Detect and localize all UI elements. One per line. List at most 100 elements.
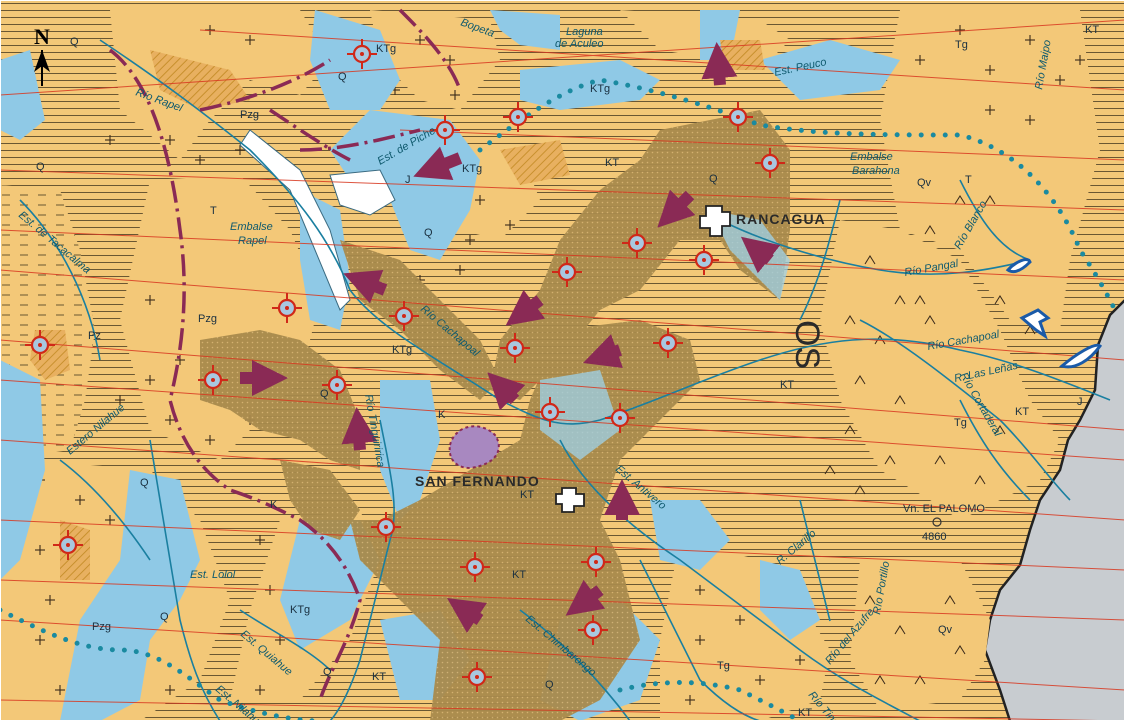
geology-unit-label: Pz [88, 330, 101, 342]
geology-unit-label: Q [70, 36, 79, 48]
geology-unit-label: KT [605, 157, 619, 169]
landslide-marker [689, 245, 719, 275]
geology-unit-label: Tg [955, 39, 968, 51]
geology-unit-label: Qv [917, 177, 932, 189]
landslide-marker [500, 333, 530, 363]
city-symbols [555, 205, 731, 513]
geology-unit-label: KTg [376, 43, 396, 55]
granite-cross [165, 685, 175, 695]
crosshair-markers [25, 39, 785, 692]
geology-unit-label: KTg [290, 604, 310, 616]
laguna-label-2: de Aculeo [555, 38, 604, 50]
volcanic-caret [934, 455, 946, 465]
volcanic-caret [924, 225, 936, 235]
landslide-marker [25, 330, 55, 360]
landslide-marker [53, 530, 83, 560]
rancagua-label: RANCAGUA [736, 211, 826, 227]
volcanic-caret [824, 465, 836, 475]
teal-dotted-boundaries [0, 77, 1118, 721]
movement-arrow [413, 146, 463, 181]
granite-cross [915, 55, 925, 65]
granite-cross [505, 220, 515, 230]
movement-arrow [701, 42, 738, 86]
laguna-label: Laguna [566, 26, 603, 38]
volcanic-caret [854, 485, 866, 495]
landslide-marker [371, 512, 401, 542]
landslide-marker [605, 403, 635, 433]
embalse-barahona-label: Embalse [850, 151, 893, 163]
geology-unit-label: KTg [392, 344, 412, 356]
geology-unit-label: Q [140, 477, 149, 489]
landslide-marker [755, 148, 785, 178]
landslide-marker [535, 397, 565, 427]
movement-arrow [343, 269, 388, 304]
volcano-label: Vn. EL PALOMO [903, 503, 985, 515]
volcanic-caret [954, 645, 966, 655]
granite-cross [35, 635, 45, 645]
geology-unit-label: Q [424, 227, 433, 239]
geology-unit-label: KT [1015, 406, 1029, 418]
granite-cross [1075, 55, 1085, 65]
volcanic-caret [914, 675, 926, 685]
granite-cross [795, 655, 805, 665]
granite-cross [465, 235, 475, 245]
granite-cross [1055, 75, 1065, 85]
movement-arrow [341, 407, 378, 451]
landslide-marker [347, 39, 377, 69]
volcanic-caret [864, 595, 876, 605]
embalse-rapel-label-2: Rapel [238, 235, 267, 247]
landslide-marker [460, 552, 490, 582]
granite-cross [955, 25, 965, 35]
granite-cross [145, 295, 155, 305]
movement-arrow [583, 334, 623, 369]
san-fernando-symbol [555, 487, 585, 513]
landslide-marker [581, 547, 611, 577]
volcanic-caret [914, 295, 926, 305]
geology-unit-label: T [965, 174, 972, 186]
granite-cross [45, 595, 55, 605]
granite-cross [755, 675, 765, 685]
landslide-marker [552, 257, 582, 287]
geology-unit-label: J [1077, 396, 1083, 408]
geology-unit-label: KT [798, 707, 812, 719]
granite-cross [445, 55, 455, 65]
movement-arrow [565, 579, 606, 616]
embalse-rapel-label: Embalse [230, 221, 273, 233]
geology-unit-label: Q [320, 388, 329, 400]
granite-cross [985, 105, 995, 115]
granite-cross [55, 685, 65, 695]
geology-unit-label: KTg [590, 83, 610, 95]
granite-cross [165, 415, 175, 425]
landslide-marker [653, 328, 683, 358]
volcanic-caret [844, 425, 856, 435]
geology-unit-label: Q [709, 173, 718, 185]
granite-cross [415, 35, 425, 45]
granite-cross [685, 695, 695, 705]
geology-unit-label: Qv [938, 624, 953, 636]
geology-unit-label: Tg [954, 417, 967, 429]
granite-cross [115, 395, 125, 405]
geology-unit-label: Q [323, 666, 332, 678]
granite-cross [695, 635, 705, 645]
volcanic-caret [984, 195, 996, 205]
geology-unit-label: KT [780, 379, 794, 391]
geology-unit-label: Pzg [240, 109, 259, 121]
movement-arrows [240, 42, 781, 633]
volcanic-caret [874, 675, 886, 685]
landslide-marker [272, 293, 302, 323]
geology-unit-label: KT [512, 569, 526, 581]
small-lakes [1005, 258, 1103, 369]
movement-arrow [487, 372, 526, 411]
granite-cross [105, 135, 115, 145]
san-fernando-label: SAN FERNANDO [415, 473, 540, 489]
granite-cross [255, 535, 265, 545]
water-bodies [0, 10, 900, 721]
volcano-elevation: 4860 [922, 531, 946, 543]
geology-unit-label: K [438, 409, 446, 421]
geology-unit-label: KT [1085, 24, 1099, 36]
geology-unit-label: T [210, 205, 217, 217]
geology-unit-label: K [270, 499, 278, 511]
granite-cross [455, 265, 465, 275]
